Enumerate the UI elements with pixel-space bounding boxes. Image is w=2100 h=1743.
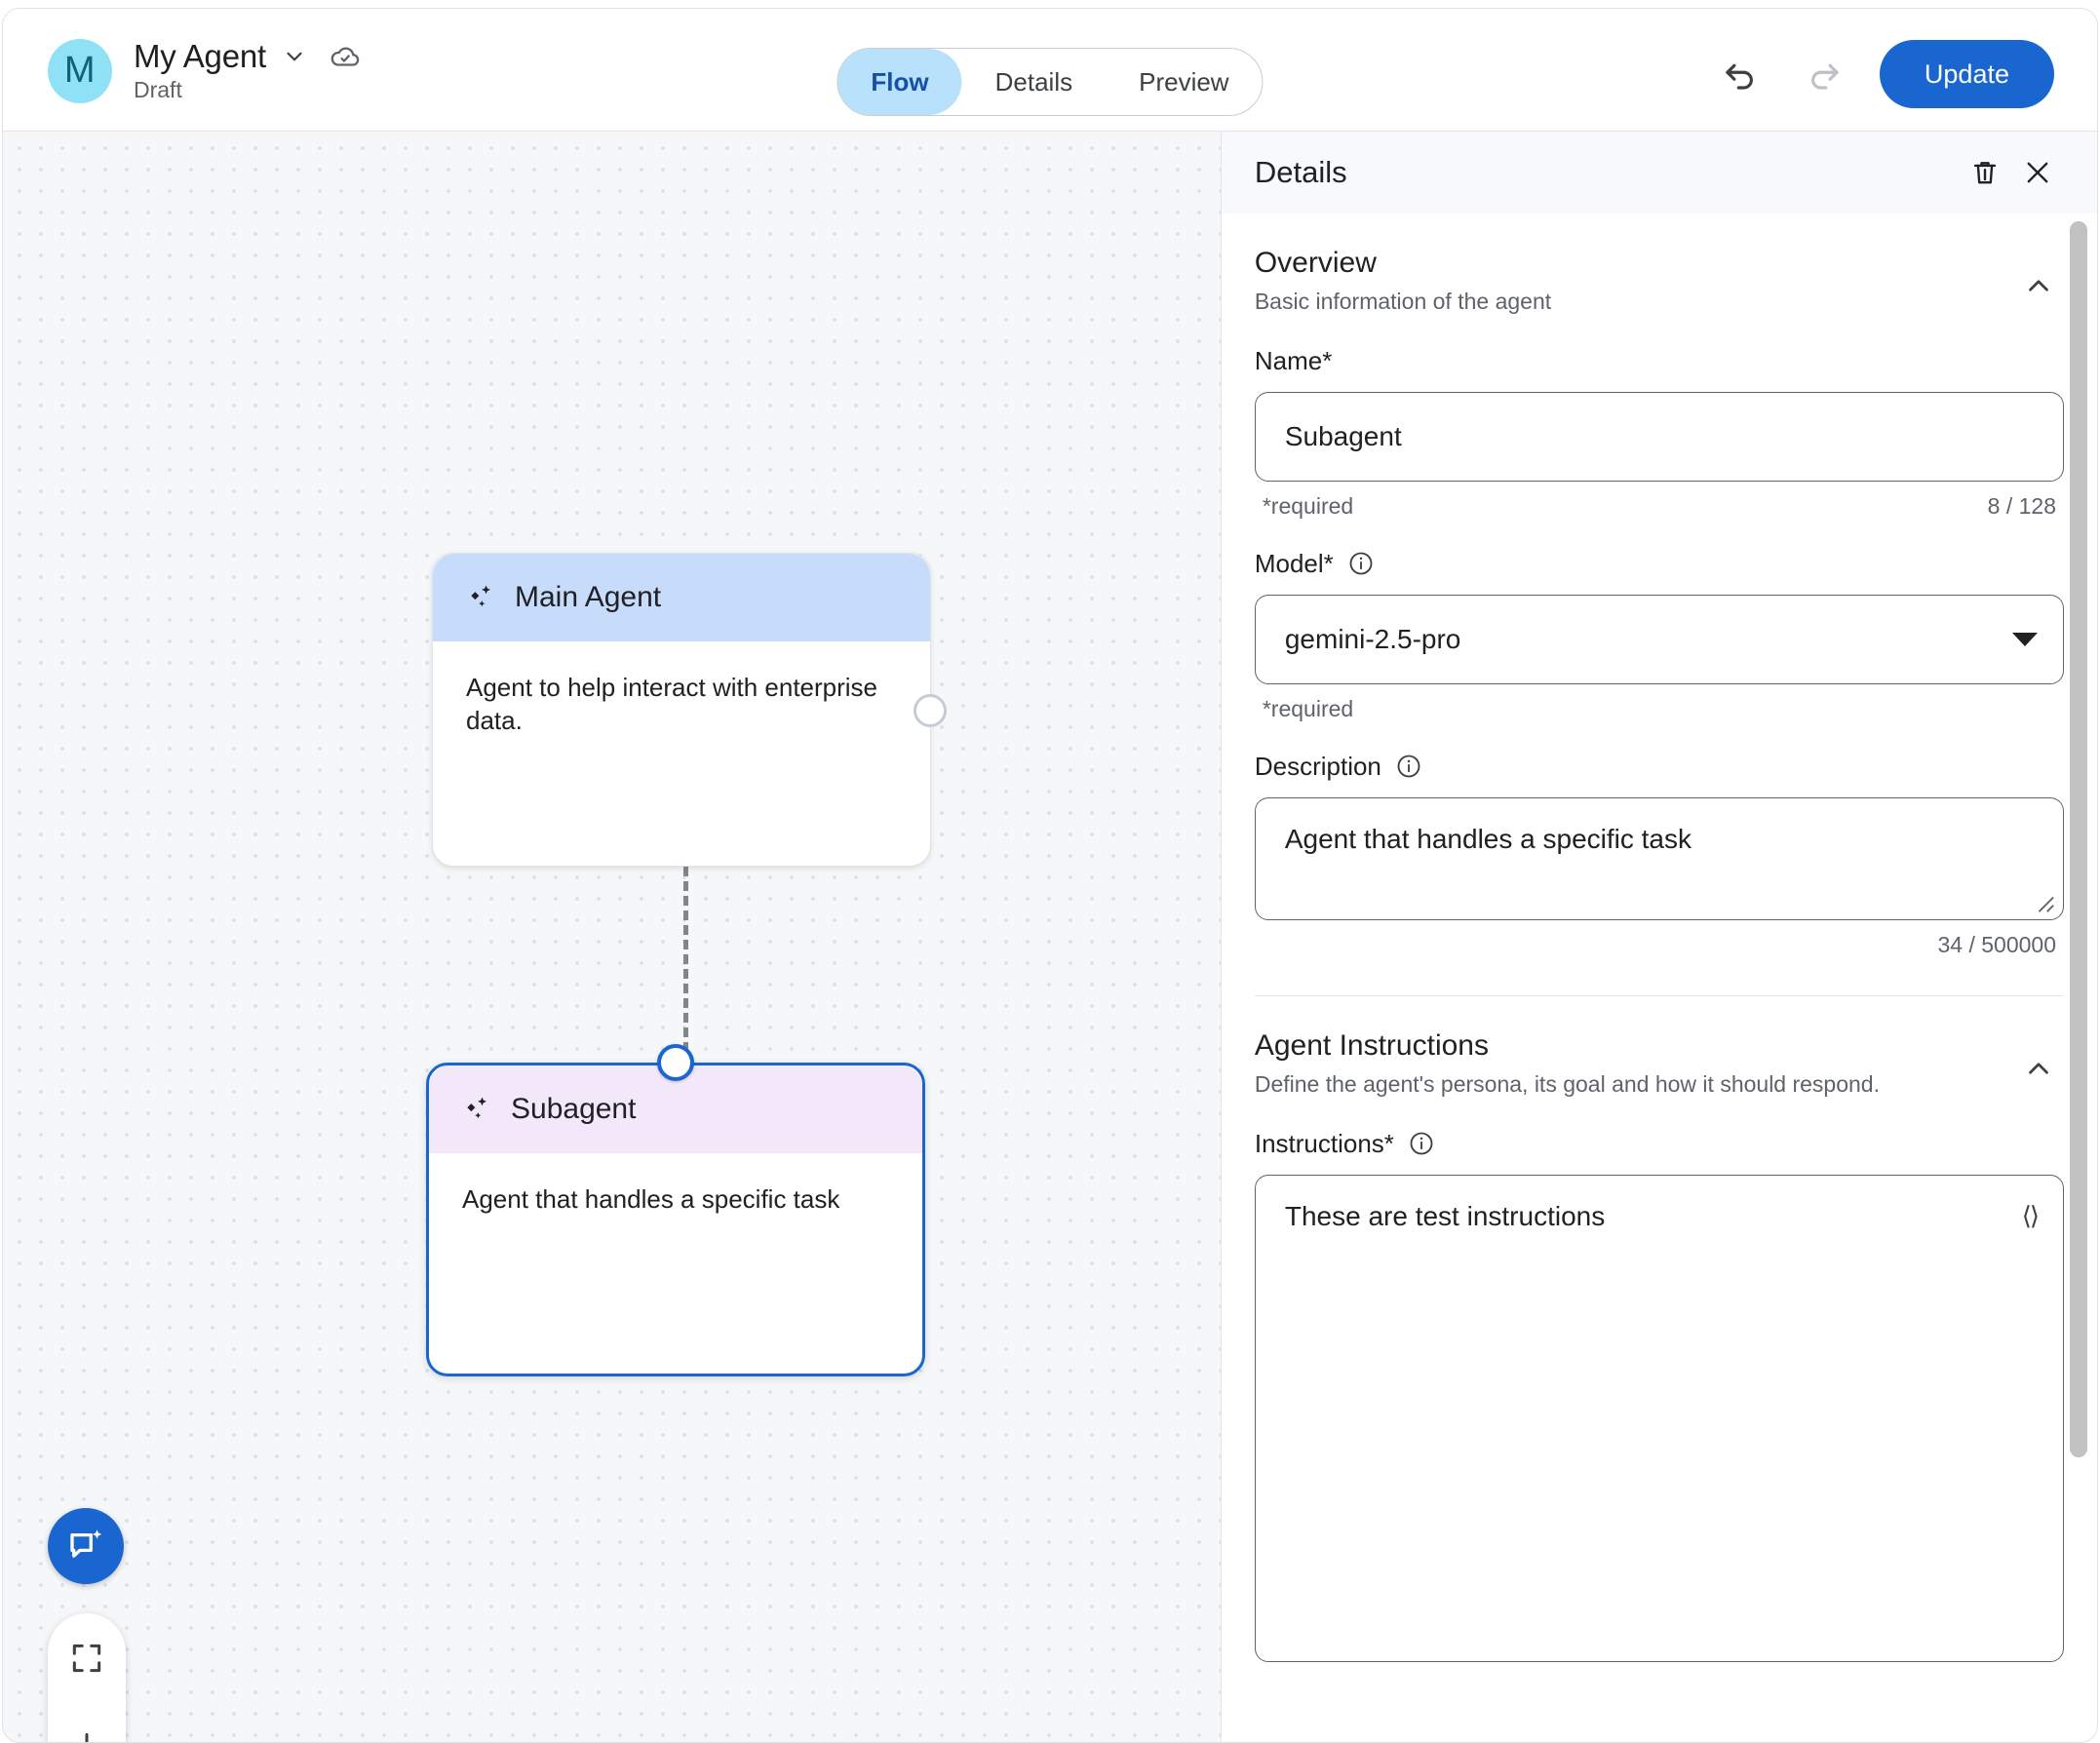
close-icon[interactable] [2011,146,2064,199]
section-title: Agent Instructions [1254,1028,1489,1062]
zoom-controls [48,1613,126,1742]
name-input[interactable]: Subagent [1254,391,2064,482]
info-icon[interactable] [1395,753,1422,780]
undo-icon[interactable] [1712,46,1769,102]
instructions-textarea[interactable]: These are test instructions ⟨⟩ [1254,1174,2064,1662]
trash-icon[interactable] [1959,146,2011,199]
model-select[interactable]: gemini-2.5-pro [1254,594,2064,684]
chat-sparkle-icon[interactable] [48,1508,124,1584]
page-title: My Agent [134,38,266,74]
app-window: M My Agent Draft Flo [2,8,2098,1743]
details-panel-body: Overview Basic information of the agent … [1222,213,2097,1742]
model-required-hint: *required [1262,695,1354,721]
code-brackets-icon[interactable]: ⟨⟩ [2021,1200,2040,1230]
node-input-port[interactable] [657,1044,694,1081]
node-header: Main Agent [433,554,930,641]
name-required-hint: *required [1262,492,1354,519]
tab-details[interactable]: Details [994,66,1073,97]
scrollbar-thumb[interactable] [2070,221,2087,1457]
field-label-model: Model* [1254,548,1334,578]
section-title: Overview [1254,247,1377,279]
workspace: Main Agent Agent to help interact with e… [3,132,2097,1742]
tab-preview[interactable]: Preview [1139,66,1229,97]
name-counter: 8 / 128 [1987,492,2056,519]
field-name: Name* Subagent *required 8 / 128 [1254,345,2064,520]
section-overview-header: Overview Basic information of the agent [1255,213,2064,317]
view-tabs: Flow Details Preview [836,48,1264,116]
instructions-value: These are test instructions [1284,1200,1606,1231]
node-description: Agent to help interact with enterprise d… [466,673,878,736]
model-select-value: gemini-2.5-pro [1284,623,1461,654]
description-textarea[interactable]: Agent that handles a specific task [1254,796,2064,920]
description-counter: 34 / 500000 [1937,931,2056,957]
field-description: Description Agent that handles a specifi… [1254,751,2064,958]
tab-flow[interactable]: Flow [837,49,962,115]
fit-screen-icon[interactable] [56,1627,118,1689]
section-agent-instructions-header: Agent Instructions Define the agent's pe… [1255,996,2064,1100]
field-label-name: Name* [1254,345,1333,375]
node-output-port[interactable] [914,694,947,727]
resize-grip-icon[interactable] [2034,892,2055,913]
agent-title-block: My Agent Draft [134,38,362,103]
field-model: Model* gemini-2.5-pro [1254,548,2064,722]
details-panel-header: Details [1221,132,2097,213]
node-title: Subagent [511,1093,637,1125]
flow-node-main-agent[interactable]: Main Agent Agent to help interact with e… [432,553,947,867]
field-label-description: Description [1254,751,1381,781]
info-icon[interactable] [1347,550,1375,577]
details-panel-scrollbar[interactable] [2070,221,2087,1742]
chevron-up-icon[interactable] [2013,260,2064,311]
section-divider [1254,994,2064,996]
description-value: Agent that handles a specific task [1284,823,1692,854]
node-title: Main Agent [515,581,662,613]
node-description: Agent that handles a specific task [462,1184,840,1214]
avatar: M [48,38,112,103]
field-label-instructions: Instructions* [1254,1128,1394,1158]
status-badge: Draft [134,77,182,102]
redo-icon[interactable] [1796,46,1852,102]
chevron-down-icon[interactable] [282,44,307,69]
dropdown-caret-icon [2012,632,2038,646]
cloud-saved-icon [323,40,362,73]
flow-node-subagent[interactable]: Subagent Agent that handles a specific t… [426,1044,925,1376]
flow-canvas[interactable]: Main Agent Agent to help interact with e… [3,132,1221,1742]
top-actions: Update [1712,40,2054,108]
details-panel-title: Details [1254,155,1347,189]
top-bar: M My Agent Draft Flo [3,9,2097,132]
chevron-up-icon[interactable] [2013,1043,2064,1094]
update-button[interactable]: Update [1879,40,2054,108]
info-icon[interactable] [1408,1130,1435,1157]
agent-brand: M My Agent Draft [48,38,362,103]
zoom-in-button[interactable] [56,1715,118,1742]
details-panel: Details [1220,132,2097,1742]
section-subtitle: Basic information of the agent [1254,289,1552,314]
sparkle-icon [462,1094,493,1125]
section-subtitle: Define the agent's persona, its goal and… [1254,1070,1880,1097]
field-instructions: Instructions* These are test instruction… [1254,1128,2064,1662]
sparkle-icon [466,582,497,613]
edge-main-to-subagent [683,867,688,1052]
